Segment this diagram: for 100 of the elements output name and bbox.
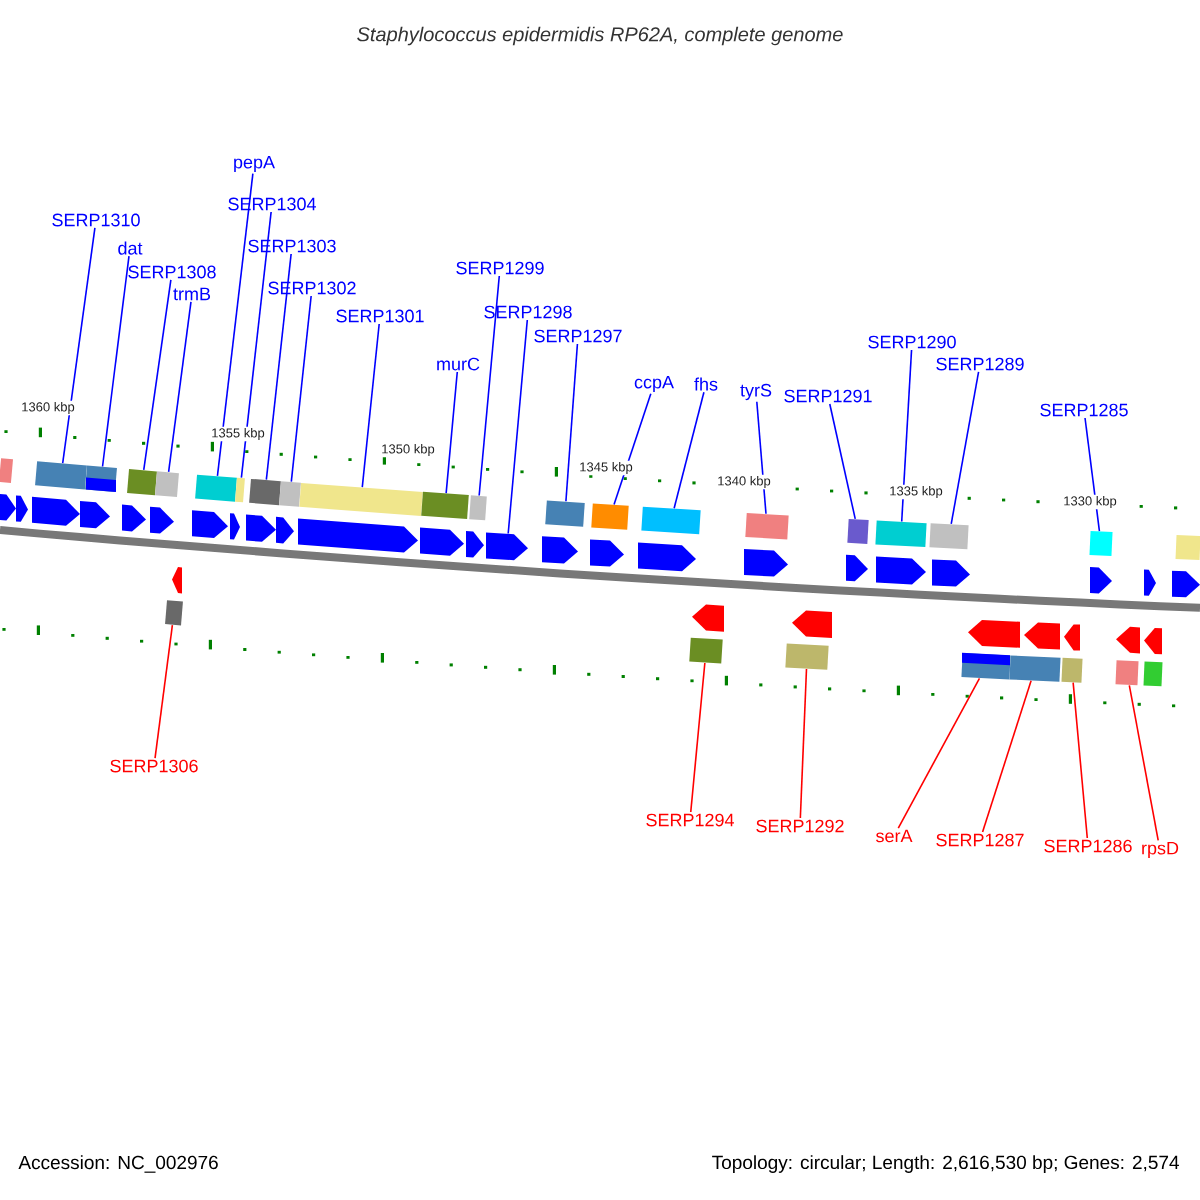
gene-box — [1115, 660, 1139, 686]
gene-block — [122, 504, 146, 532]
gene-block — [846, 554, 868, 582]
leader-line — [101, 255, 130, 468]
leader-line — [507, 319, 529, 535]
leader-line — [1072, 681, 1089, 839]
leader-line — [1128, 684, 1159, 842]
gene-label: murC — [434, 356, 482, 372]
gene-box — [641, 506, 701, 535]
gene-box — [85, 465, 117, 492]
gene-block — [692, 604, 724, 632]
title: Staphylococcus epidermidis RP62A, complete genome — [357, 26, 843, 46]
gene-box — [0, 458, 14, 484]
leader-line — [216, 172, 254, 477]
gene-label: ccpA — [632, 374, 676, 394]
leader-line — [142, 279, 172, 471]
gene-block — [638, 542, 696, 572]
gene-box — [249, 478, 281, 506]
gene-label: SERP1290 — [866, 334, 958, 350]
gene-box — [785, 643, 829, 670]
gene-label: SERP1297 — [532, 328, 624, 344]
gene-label: SERP1306 — [108, 758, 200, 774]
footer-text: Topology: circular; Length: 2,616,530 bp; Genes: 2,574 — [712, 1155, 1179, 1173]
gene-box — [745, 513, 789, 540]
leader-line — [265, 253, 292, 481]
gene-box — [421, 491, 469, 519]
leader-line — [900, 349, 913, 523]
gene-block — [246, 514, 276, 542]
leader-line — [61, 227, 96, 464]
leader-line — [673, 391, 705, 509]
gene-block — [1090, 567, 1112, 594]
gene-block — [590, 539, 624, 567]
gene-block — [1024, 622, 1060, 650]
leader-line — [799, 668, 808, 819]
gene-block — [230, 513, 240, 540]
gene-label: serA — [874, 828, 914, 844]
gene-box — [195, 474, 237, 502]
gene-block — [466, 531, 484, 558]
leader-line — [154, 624, 174, 759]
gene-label: SERP1310 — [50, 212, 142, 228]
gene-label: dat — [116, 240, 144, 256]
gene-block — [542, 536, 578, 564]
gene-block — [968, 620, 1020, 648]
leader-line — [689, 662, 706, 813]
gene-label: SERP1292 — [754, 818, 846, 834]
gene-block — [792, 610, 832, 638]
gene-block — [1144, 628, 1162, 655]
gene-block — [172, 567, 182, 594]
leader-line — [950, 371, 980, 525]
gene-label: SERP1285 — [1038, 402, 1130, 418]
gene-box — [1089, 531, 1113, 557]
gene-label: SERP1299 — [454, 260, 546, 276]
gene-label: trmB — [171, 286, 213, 302]
gene-box — [165, 600, 183, 626]
leader-line — [829, 403, 856, 520]
leader-line — [1084, 417, 1101, 532]
gene-box — [1143, 661, 1163, 687]
gene-box — [1175, 534, 1200, 560]
gene-box — [689, 637, 723, 664]
gene-box — [1009, 655, 1061, 682]
gene-label: SERP1286 — [1042, 838, 1134, 854]
gene-block — [0, 494, 16, 521]
leader-line — [240, 211, 272, 479]
footer-text: Accession: NC_002976 — [18, 1155, 218, 1173]
gene-block — [1144, 569, 1156, 596]
gene-block — [80, 501, 110, 529]
gene-label: pepA — [231, 154, 277, 174]
gene-block — [276, 516, 294, 544]
leader-line — [478, 275, 501, 497]
leader-line — [756, 400, 767, 515]
gene-block — [876, 556, 926, 585]
gene-box — [545, 500, 585, 527]
gene-block — [1064, 624, 1080, 651]
gene-box — [847, 518, 869, 544]
gene-label: SERP1287 — [934, 832, 1026, 848]
leader-line — [613, 392, 652, 506]
gene-block — [932, 559, 970, 587]
gene-label: fhs — [692, 376, 720, 392]
gene-block — [1172, 570, 1200, 598]
gene-box — [35, 461, 87, 490]
leader-line — [167, 301, 192, 473]
gene-label: SERP1291 — [782, 388, 874, 404]
gene-box — [235, 477, 245, 503]
gene-block — [1116, 626, 1140, 654]
gene-box — [1061, 657, 1083, 683]
gene-box — [155, 471, 179, 498]
leader-line — [290, 295, 312, 483]
gene-box — [127, 469, 157, 496]
gene-box — [299, 482, 423, 516]
gene-block — [32, 496, 80, 526]
leader-line — [981, 680, 1032, 833]
gene-label: rpsD — [1139, 840, 1181, 860]
gene-label: SERP1289 — [934, 356, 1026, 372]
gene-block — [16, 495, 28, 522]
gene-label: tyrS — [738, 382, 774, 402]
gene-box — [279, 481, 301, 507]
leader-line — [445, 371, 459, 494]
gene-block — [150, 506, 174, 534]
gene-box — [591, 503, 629, 530]
leader-line — [565, 343, 579, 503]
